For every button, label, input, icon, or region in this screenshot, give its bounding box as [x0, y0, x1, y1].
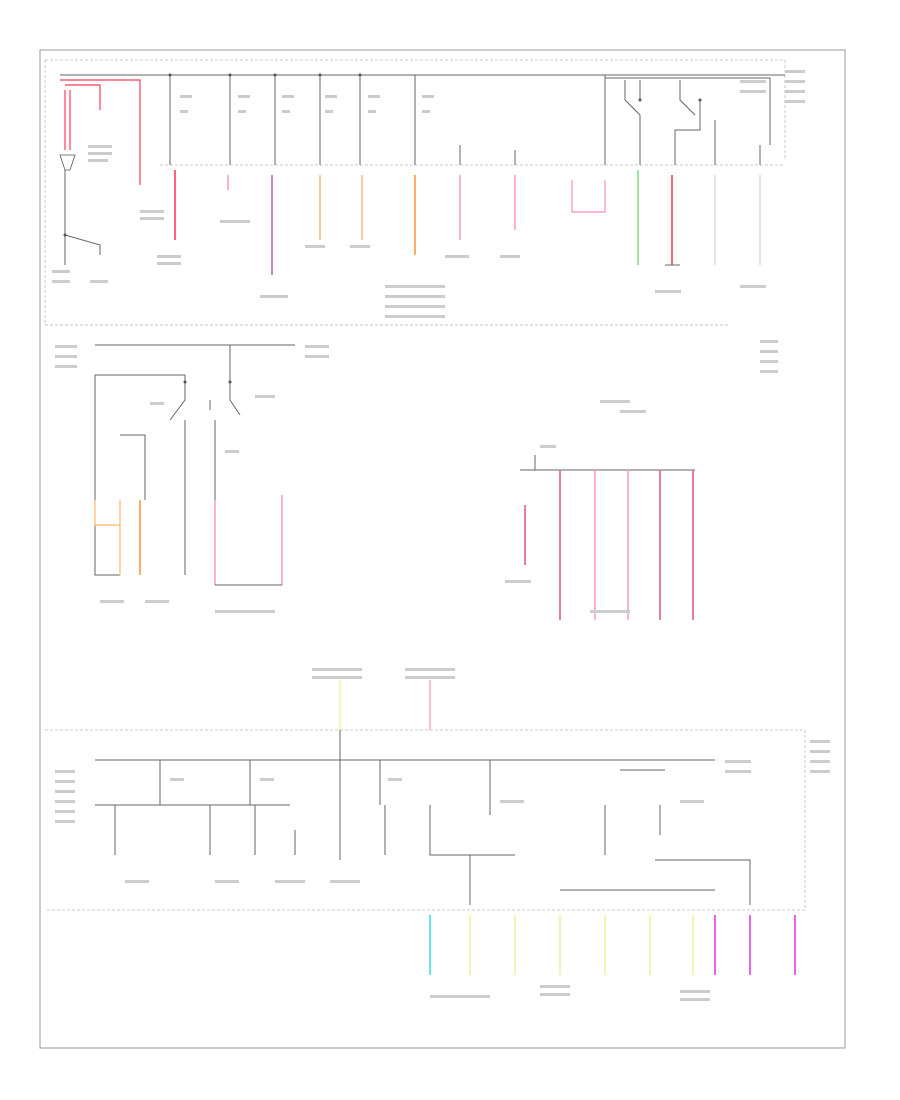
battery-cable-red [60, 79, 141, 185]
wire-pink-loop [571, 180, 606, 213]
section-engine-relays [55, 340, 778, 620]
section-battery-fuse-box [44, 59, 805, 326]
diagram-border [39, 49, 846, 1049]
wire-orange-4 [94, 500, 121, 575]
section-lighting-relays [45, 668, 830, 1001]
